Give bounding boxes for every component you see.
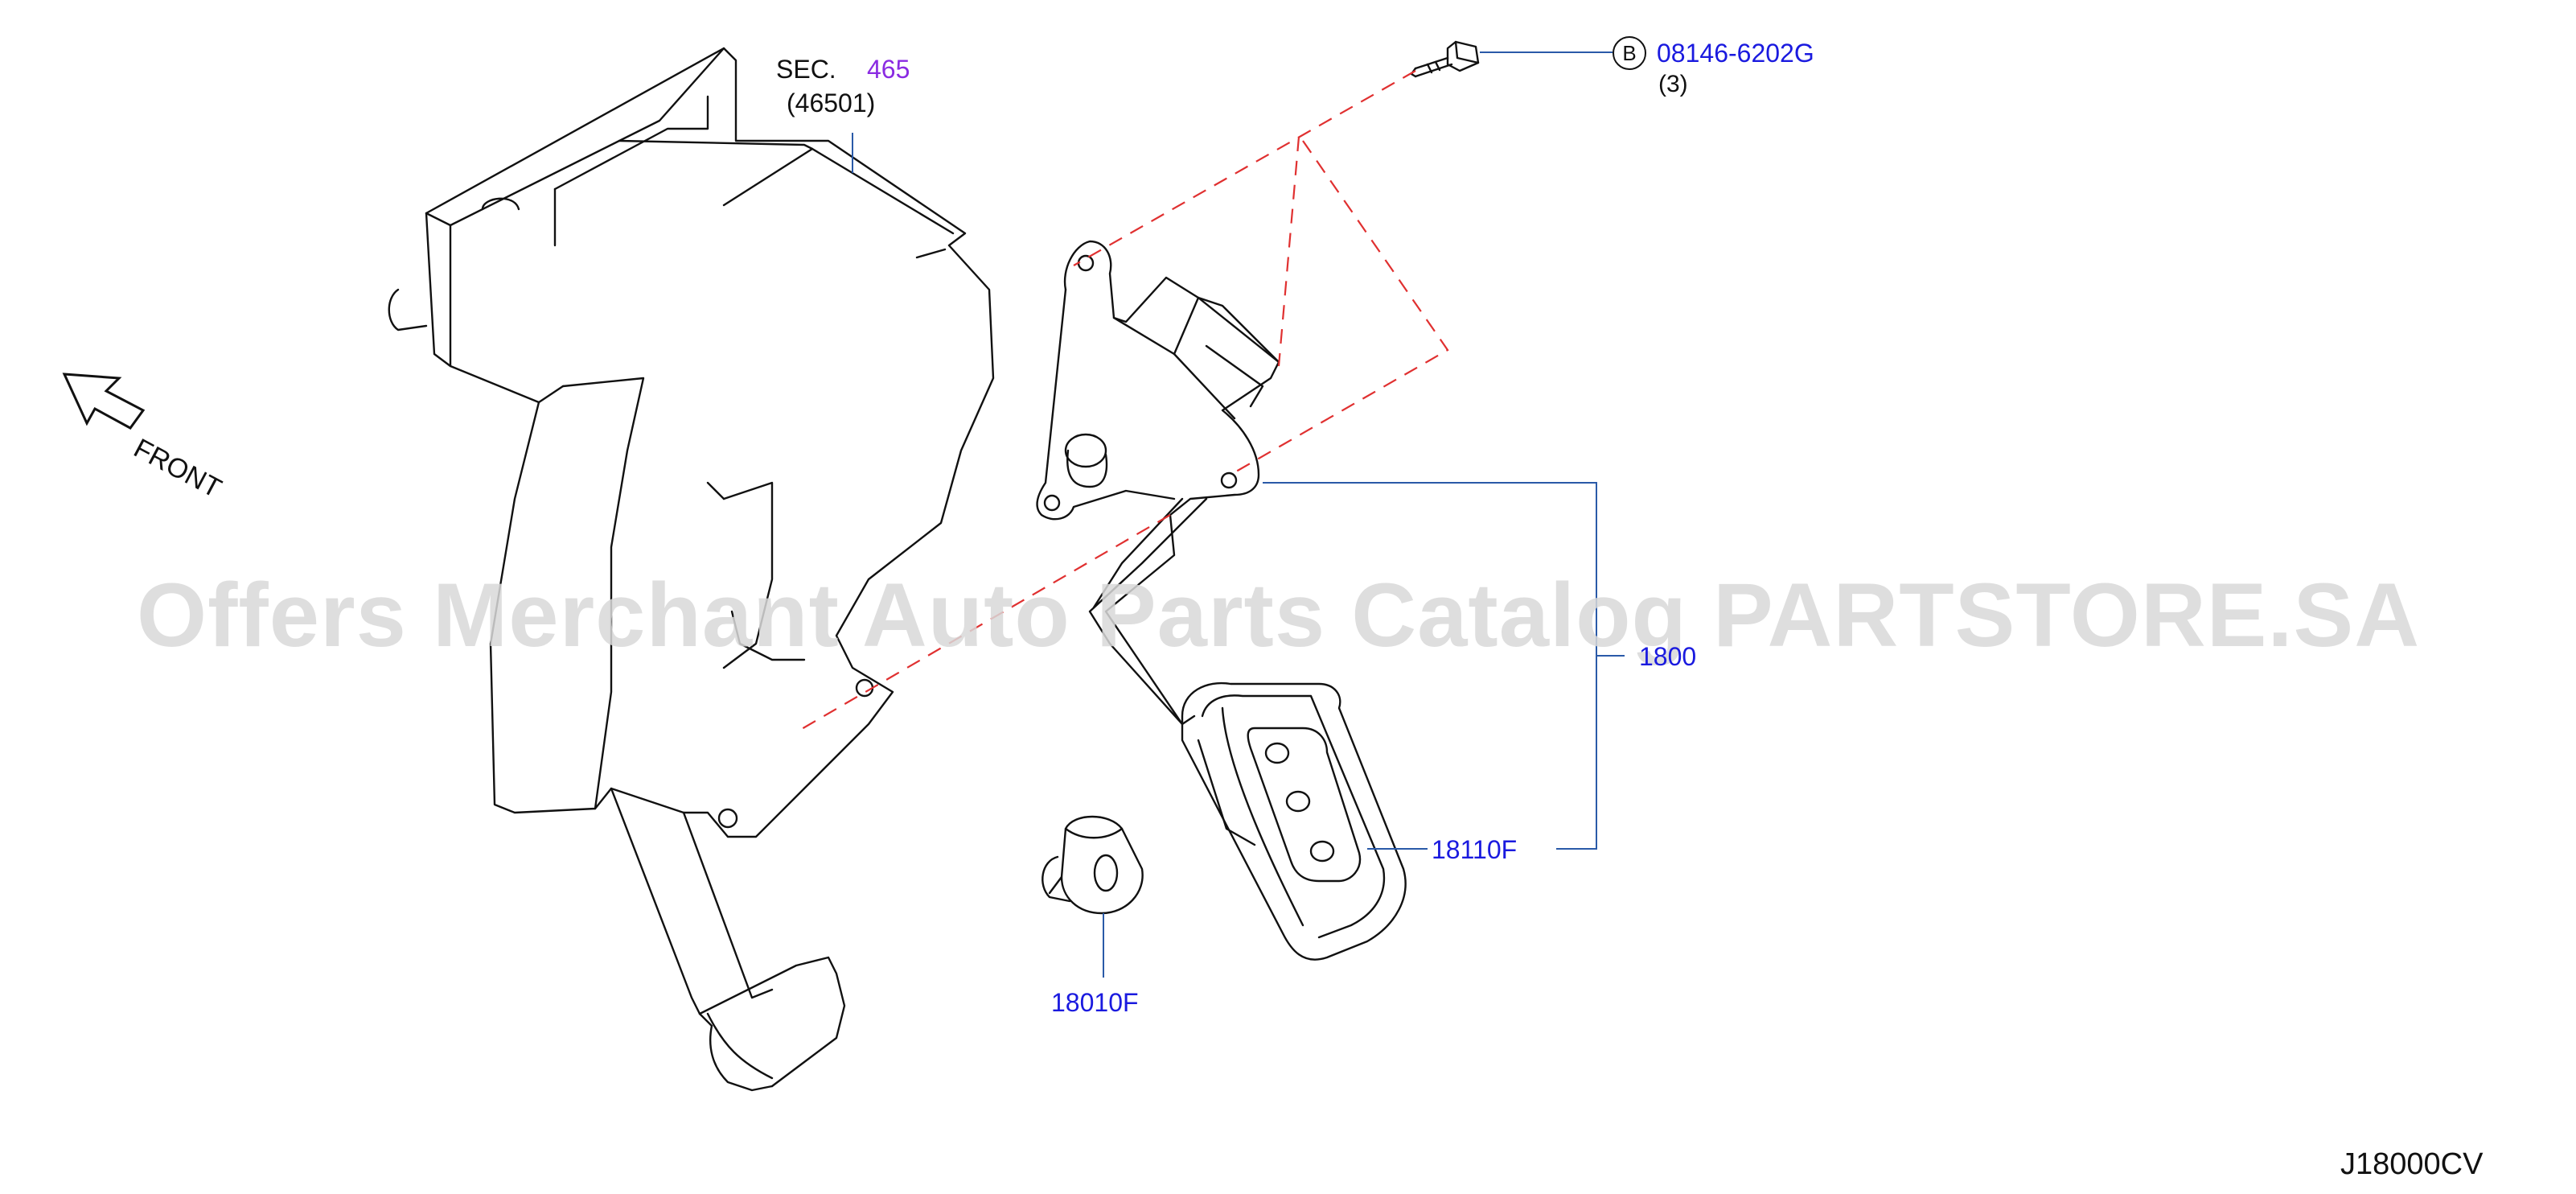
stopper-part-link[interactable]: 18010F: [1051, 988, 1139, 1017]
fastener-circle-b: B: [1613, 36, 1646, 70]
assembly-part-link[interactable]: 1800: [1639, 644, 1697, 669]
watermark-text: Offers Merchant Auto Parts Catalog PARTS…: [137, 565, 2421, 665]
section-number-link[interactable]: 465: [867, 55, 910, 84]
pedal-pad-part-link[interactable]: 18110F: [1432, 835, 1518, 864]
fastener-qty: (3): [1658, 71, 1688, 97]
bolt-drawing: [1410, 40, 1480, 78]
alignment-dashes: [795, 70, 1449, 733]
section-prefix: SEC.: [776, 55, 836, 84]
fastener-part-link[interactable]: 08146-6202G: [1657, 39, 1814, 68]
front-arrow-icon: [62, 373, 146, 430]
section-sub-number: (46501): [787, 89, 876, 117]
drawing-code: J18000CV: [2340, 1147, 2484, 1181]
accelerator-pedal-assembly: [1036, 240, 1407, 961]
leader-lines: [852, 51, 1625, 978]
stopper-part-drawing: [1041, 815, 1144, 915]
brake-pedal-bracket: [388, 47, 995, 1092]
